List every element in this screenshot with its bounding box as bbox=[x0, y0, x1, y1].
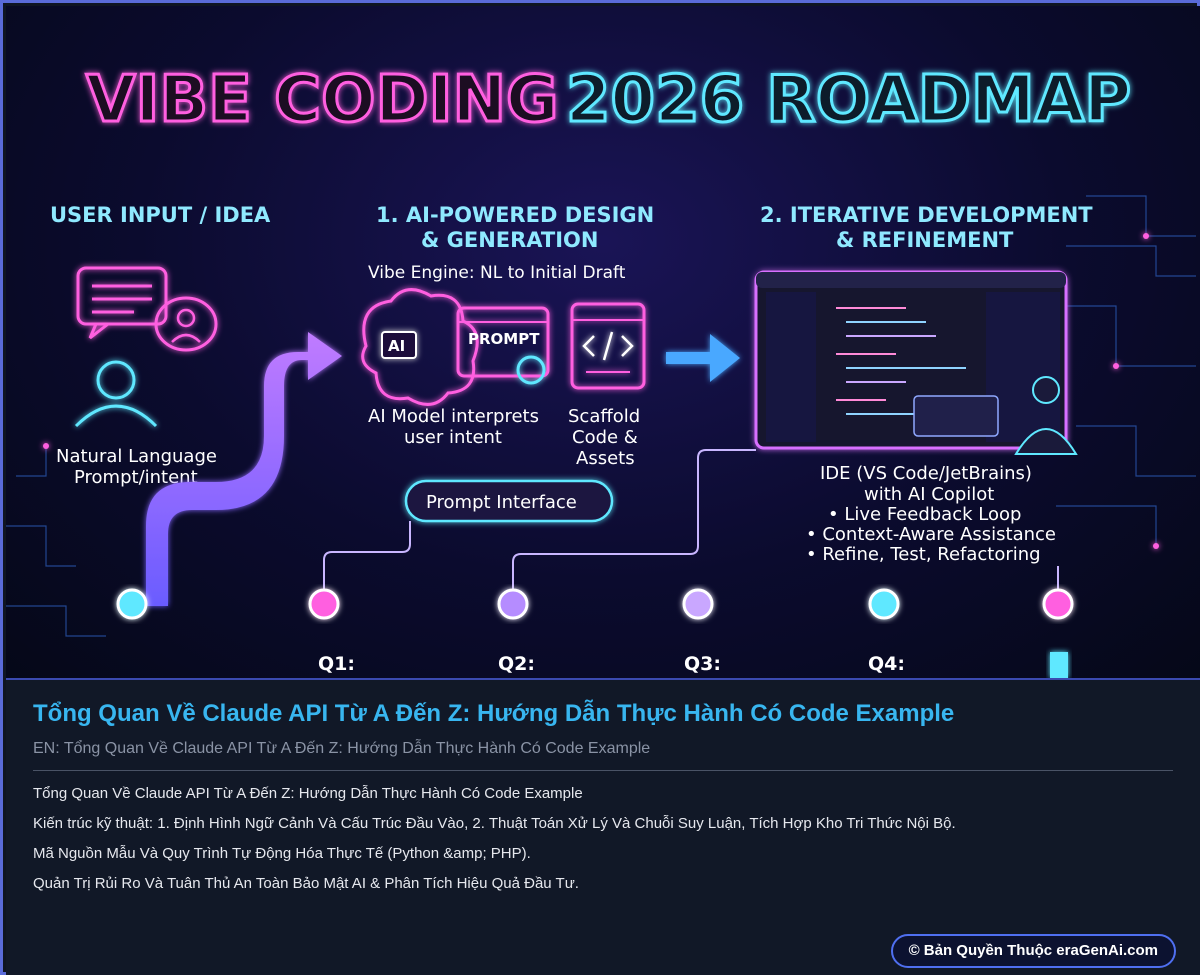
summary-line: Mã Nguồn Mẫu Và Quy Trình Tự Động Hóa Th… bbox=[33, 845, 531, 862]
circuit-lines bbox=[6, 195, 1196, 637]
ide-caption-line2: with AI Copilot bbox=[864, 484, 994, 505]
ide-caption-line1: IDE (VS Code/JetBrains) bbox=[820, 463, 1032, 484]
roadmap-graphic: VIBE CODING 2026 ROADMAP USER INPUT / ID… bbox=[6, 62, 1196, 678]
ide-caption-line5: • Refine, Test, Refactoring bbox=[806, 544, 1041, 565]
hero-illustration: VIBE CODING 2026 ROADMAP USER INPUT / ID… bbox=[6, 6, 1200, 678]
article-subtitle: EN: Tổng Quan Về Claude API Từ A Đến Z: … bbox=[33, 740, 651, 757]
arrow-right-icon bbox=[666, 334, 740, 382]
scaffold-caption-line2: Code & bbox=[572, 427, 638, 448]
section-user-input-heading: USER INPUT / IDEA bbox=[50, 203, 271, 227]
ide-caption-line3: • Live Feedback Loop bbox=[828, 504, 1021, 525]
timeline-end-marker bbox=[1050, 652, 1068, 678]
hero-title-part-a: VIBE CODING bbox=[86, 63, 559, 137]
article-title[interactable]: Tổng Quan Về Claude API Từ A Đến Z: Hướn… bbox=[33, 700, 955, 727]
section-1-heading-line1: 1. AI-POWERED DESIGN bbox=[376, 203, 654, 227]
summary-line: Quản Trị Rủi Ro Và Tuân Thủ An Toàn Bảo … bbox=[33, 875, 579, 892]
prompt-interface-pill bbox=[404, 479, 614, 523]
curved-arrow-icon bbox=[146, 332, 342, 606]
summary-line: Tổng Quan Về Claude API Từ A Đến Z: Hướn… bbox=[33, 785, 583, 802]
quarter-q2-label: Q2: bbox=[498, 653, 535, 675]
divider bbox=[33, 770, 1173, 771]
copyright-badge[interactable]: © Bản Quyền Thuộc eraGenAi.com bbox=[890, 934, 1176, 968]
input-caption-line1: Natural Language bbox=[56, 446, 217, 467]
quarter-q3-label: Q3: bbox=[684, 653, 721, 675]
ide-code-lines bbox=[836, 307, 966, 415]
timeline-nodes bbox=[116, 588, 1074, 620]
section-2-heading-line1: 2. ITERATIVE DEVELOPMENT bbox=[760, 203, 1093, 227]
chat-person-icon bbox=[74, 266, 218, 428]
input-caption-line2: Prompt/intent bbox=[74, 467, 198, 488]
prompt-interface-label: Prompt Interface bbox=[426, 492, 577, 513]
article-info-panel: Tổng Quan Về Claude API Từ A Đến Z: Hướn… bbox=[6, 678, 1200, 975]
scaffold-caption-line3: Assets bbox=[576, 448, 635, 469]
summary-line: Kiến trúc kỹ thuật: 1. Định Hình Ngữ Cản… bbox=[33, 815, 956, 832]
ide-caption-line4: • Context-Aware Assistance bbox=[806, 524, 1056, 545]
article-summary: Tổng Quan Về Claude API Từ A Đến Z: Hướn… bbox=[33, 783, 1173, 903]
developer-icon bbox=[913, 376, 1078, 455]
hero-title-part-b: 2026 ROADMAP bbox=[566, 63, 1131, 137]
ai-caption-line2: user intent bbox=[404, 427, 502, 448]
prompt-window-icon bbox=[456, 306, 550, 385]
section-1-heading-line2: & GENERATION bbox=[421, 228, 599, 252]
ai-brain-icon bbox=[361, 288, 479, 406]
ide-window bbox=[754, 270, 1068, 450]
scaffold-caption-line1: Scaffold bbox=[568, 406, 640, 427]
section-1-subheading: Vibe Engine: NL to Initial Draft bbox=[368, 263, 626, 283]
section-2-heading-line2: & REFINEMENT bbox=[836, 228, 1014, 252]
prompt-chip-label: PROMPT bbox=[468, 330, 540, 348]
circuit-dots bbox=[43, 233, 1159, 549]
ai-chip-label: AI bbox=[388, 337, 405, 355]
quarter-q4-label: Q4: bbox=[868, 653, 905, 675]
ai-caption-line1: AI Model interprets bbox=[368, 406, 539, 427]
quarter-q1-label: Q1: bbox=[318, 653, 355, 675]
code-file-icon bbox=[570, 302, 646, 390]
